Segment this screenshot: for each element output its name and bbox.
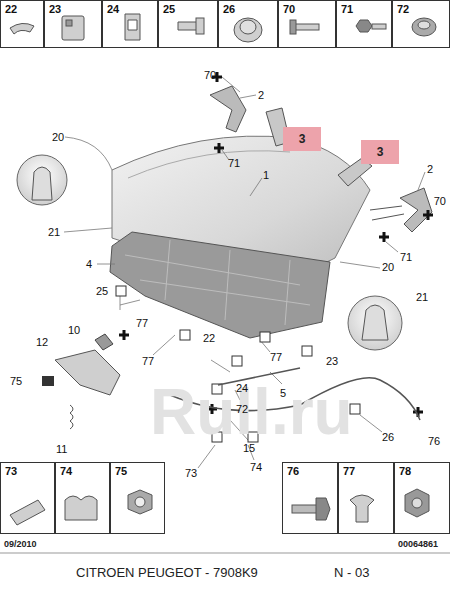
part-cell: 25 — [158, 0, 218, 48]
callout-number: 77 — [343, 465, 355, 477]
callout-number: 71 — [341, 3, 353, 15]
callout-number: 21 — [48, 227, 60, 238]
callout-number: 23 — [326, 356, 338, 367]
callout-number: 77 — [270, 352, 282, 363]
part-cell: 77 — [338, 462, 394, 534]
callout-number: 76 — [428, 436, 440, 447]
callout-number: 10 — [68, 325, 80, 336]
callout-number: 77 — [142, 356, 154, 367]
callout-number: 25 — [163, 3, 175, 15]
callout-number: 2 — [258, 90, 264, 101]
callout-number: 22 — [203, 333, 215, 344]
callout-number: 3 — [361, 145, 399, 159]
part-cell: 75 — [110, 462, 165, 534]
callout-number: 70 — [434, 196, 446, 207]
callout-number: 1 — [263, 170, 269, 181]
part-cell: 26 — [218, 0, 278, 48]
highlight-box: 3 — [361, 140, 399, 164]
callout-number: 72 — [236, 404, 248, 415]
callout-number: 20 — [382, 262, 394, 273]
part-cell: 22 — [0, 0, 44, 48]
caption-text: N - 03 — [334, 566, 369, 579]
callout-number: 24 — [236, 383, 248, 394]
callout-number: 71 — [400, 252, 412, 263]
callout-number: 3 — [283, 132, 321, 146]
part-cell: 70 — [278, 0, 336, 48]
part-cell: 24 — [102, 0, 158, 48]
callout-number: 78 — [399, 465, 411, 477]
callout-number: 74 — [250, 462, 262, 473]
part-cell: 76 — [282, 462, 338, 534]
callout-number: 11 — [56, 444, 67, 455]
callout-number: 73 — [185, 468, 197, 479]
callout-number: 23 — [49, 3, 61, 15]
highlight-box: 3 — [283, 127, 321, 151]
callout-number: 25 — [96, 286, 108, 297]
callout-number: 5 — [280, 388, 286, 399]
callout-number: 12 — [36, 337, 48, 348]
footer-code: 00064861 — [398, 540, 438, 549]
callout-number: 75 — [10, 376, 22, 387]
callout-number: 70 — [204, 70, 216, 81]
callout-number: 24 — [107, 3, 119, 15]
callout-number: 20 — [52, 132, 64, 143]
callout-number: 70 — [283, 3, 295, 15]
callout-number: 74 — [60, 465, 72, 477]
part-cell: 73 — [0, 462, 55, 534]
caption-text: CITROEN PEUGEOT - 7908K9 — [76, 566, 258, 579]
part-cell: 78 — [394, 462, 450, 534]
part-cell: 23 — [44, 0, 102, 48]
callout-number: 72 — [397, 3, 409, 15]
callout-number: 2 — [427, 164, 433, 175]
callout-number: 73 — [5, 465, 17, 477]
callout-number: 4 — [86, 259, 92, 270]
callout-number: 26 — [382, 432, 394, 443]
callout-number: 26 — [223, 3, 235, 15]
part-cell: 74 — [55, 462, 110, 534]
callout-number: 77 — [136, 318, 148, 329]
footer-code: 09/2010 — [4, 540, 37, 549]
callout-number: 76 — [287, 465, 299, 477]
callout-number: 21 — [416, 292, 428, 303]
callout-number: 22 — [5, 3, 17, 15]
callout-number: 75 — [115, 465, 127, 477]
callout-number: 15 — [243, 443, 255, 454]
part-cell: 72 — [392, 0, 450, 48]
watermark: Rull.ru — [150, 380, 353, 444]
callout-number: 71 — [228, 158, 240, 169]
part-cell: 71 — [336, 0, 392, 48]
